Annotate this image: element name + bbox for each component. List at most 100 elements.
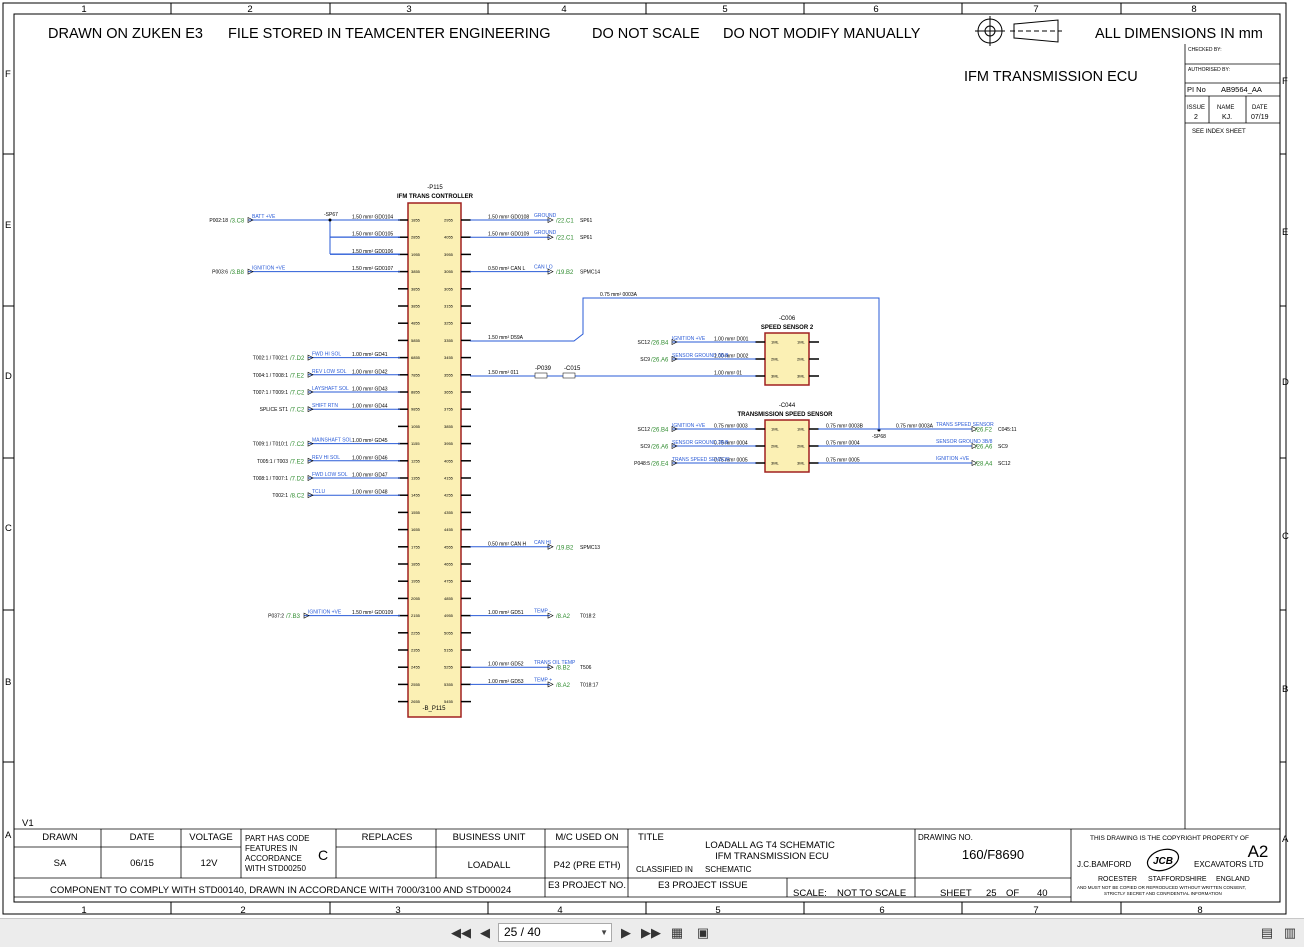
wire-link: /7.C2 [290, 408, 305, 414]
note-noscale: DO NOT SCALE [592, 26, 700, 42]
wire-spec: 1.00 mm² GD43 [352, 387, 388, 393]
wire-spec: 1.00 mm² GD52 [488, 662, 524, 668]
prev-page-button[interactable]: ◀ [476, 924, 494, 942]
replaces-label: REPLACES [362, 832, 413, 843]
pin-number: 2955 [444, 218, 454, 223]
mc-value: P42 (PRE ETH) [553, 860, 620, 871]
single-view-button[interactable]: ▣ [694, 924, 712, 942]
wire-label: REV HI SOL [312, 455, 340, 461]
row-label: F [5, 69, 11, 80]
col-label: 3 [406, 4, 411, 15]
wire-label: IGNITION +VE [672, 336, 706, 342]
pin-number: 5155 [444, 648, 454, 653]
wire-label: SENSOR GROUND 3B/8 [672, 353, 729, 359]
pin-number: 5455 [444, 699, 454, 704]
wire-spec: 1.50 mm² GD0108 [488, 215, 529, 221]
pin-number: 1855 [411, 218, 421, 223]
wire-label: CAN LO [534, 265, 553, 271]
last-page-button[interactable]: ▶▶ [641, 924, 661, 942]
pin-number: 3ML [771, 374, 780, 379]
pin-number: 3955 [444, 252, 454, 257]
drawn-value: SA [54, 858, 67, 869]
code-value: C [318, 847, 328, 863]
wire-ref: SPMC14 [580, 270, 600, 276]
col-label: 5 [715, 905, 720, 916]
pin-number: 4855 [411, 321, 421, 326]
business-label: BUSINESS UNIT [453, 832, 526, 843]
chevron-down-icon: ▼ [600, 928, 608, 937]
wire-spec: 1.50 mm² GD0105 [352, 232, 393, 238]
wire-label: TRANS OIL TEMP [534, 660, 576, 666]
date-value: 07/19 [1251, 114, 1269, 121]
wire-link: /19.B2 [556, 270, 574, 276]
next-page-button[interactable]: ▶ [617, 924, 635, 942]
ss2-ref: -C006 [779, 316, 796, 322]
grid-view-button[interactable]: ▤ [1258, 924, 1276, 942]
pin-number: 2355 [411, 648, 421, 653]
wire-ref: P002:18 [209, 218, 228, 224]
code-note: ACCORDANCE [245, 854, 302, 863]
columns-view-button[interactable]: ▥ [1281, 924, 1299, 942]
splice-sp68: -SP68 [872, 434, 886, 440]
jcb-logo-icon: JCB [1146, 848, 1180, 872]
pin-number: 3ML [797, 461, 806, 466]
wire-ref: SC9 [998, 444, 1008, 450]
e3-project-no: E3 PROJECT NO. [548, 880, 626, 891]
pin-number: 6855 [411, 355, 421, 360]
wire-link: /19.B2 [556, 545, 574, 551]
pin-number: 2ML [797, 357, 806, 362]
wire-link: /7.C2 [290, 442, 305, 448]
continuous-view-button[interactable]: ▦ [668, 924, 686, 942]
wire-link: /28.A4 [975, 462, 993, 468]
wire-ref: T018:17 [580, 682, 599, 688]
pin-number: 2855 [411, 235, 421, 240]
pin-number: 4855 [444, 596, 454, 601]
pin-number: 2155 [411, 613, 421, 618]
of-value: 40 [1037, 888, 1048, 899]
pin-number: 3855 [444, 424, 454, 429]
pin-number: 1ML [797, 340, 806, 345]
wire-spec: 0.75 mm² 0004 [826, 441, 860, 447]
splice-sp67: -SP67 [324, 212, 338, 218]
business-value: LOADALL [468, 860, 511, 871]
pin-number: 3855 [411, 269, 421, 274]
pin-number: 2255 [411, 630, 421, 635]
controller-bottom-ref: -B_P115 [423, 706, 447, 712]
pin-number: 1455 [411, 493, 421, 498]
first-page-button[interactable]: ◀◀ [451, 924, 471, 942]
pin-number: 3155 [444, 304, 454, 309]
pin-number: 2655 [411, 699, 421, 704]
col-label: 4 [557, 905, 562, 916]
pin-number: 2555 [411, 682, 421, 687]
pin-number: 4255 [444, 493, 454, 498]
of-label: OF [1006, 888, 1019, 899]
wire-link: /26.B4 [651, 341, 669, 347]
wire-ref: SP61 [580, 218, 592, 224]
wire-link: /26.B4 [651, 428, 669, 434]
splice-c015: -C015 [564, 366, 581, 372]
pin-number: 1955 [411, 579, 421, 584]
wire-label: SENSOR GROUND 3B/8 [936, 439, 993, 445]
wire-spec: 0.50 mm² CAN L [488, 266, 525, 272]
drawing-no-label: DRAWING NO. [918, 833, 973, 842]
wire-link: /8.A2 [556, 683, 571, 689]
wire-ref: P048:5 [634, 461, 650, 467]
pin-number: 1255 [411, 458, 421, 463]
pin-number: 3855 [411, 286, 421, 291]
scale-value: NOT TO SCALE [837, 888, 906, 899]
wire-label: TCLU [312, 489, 325, 495]
wire-label: TRANS SPEED SENSOR [936, 422, 994, 428]
classified-label: CLASSIFIED IN [636, 865, 693, 874]
wire-label: TEMP - [534, 609, 551, 615]
wire-spec: 0.75 mm² 0003A [896, 424, 934, 430]
page-selector[interactable]: 25 / 40 ▼ [498, 923, 612, 942]
wire-ref: P003:6 [212, 270, 228, 276]
pin-number: 4155 [444, 476, 454, 481]
checked-by: CHECKED BY: [1188, 47, 1222, 53]
code-note: WITH STD00250 [245, 864, 306, 873]
